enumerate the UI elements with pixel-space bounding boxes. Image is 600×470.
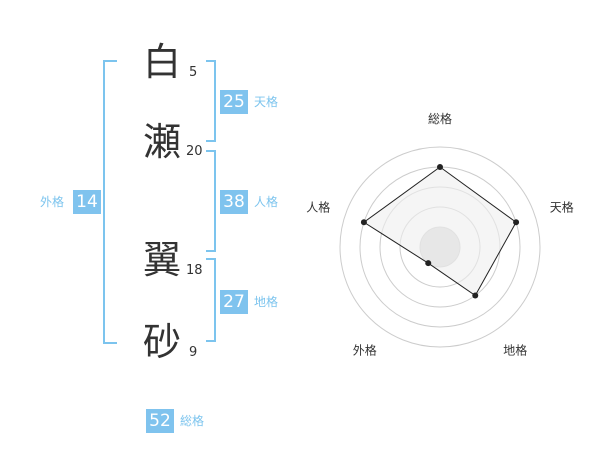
gaikaku-bracket: [103, 60, 117, 344]
radar-point-4: [425, 260, 432, 267]
radar-point-1: [437, 164, 443, 170]
tenkaku-label: 天格: [254, 95, 279, 109]
chikaku-label: 地格: [254, 295, 279, 309]
jinkaku-bracket: [206, 150, 216, 252]
stroke-count-2: 20: [186, 144, 203, 159]
radar-area: [363, 166, 517, 297]
jinkaku-badge: 38: [220, 190, 248, 214]
radar-point-3: [472, 292, 479, 299]
tenkaku-badge: 25: [220, 90, 248, 114]
radar-point-5: [360, 219, 367, 226]
chikaku-bracket: [206, 258, 216, 342]
radar-axis-label-4: 外格: [353, 343, 377, 358]
stroke-count-3: 18: [186, 263, 203, 278]
radar-axis-label-2: 天格: [550, 199, 574, 214]
name-char-3: 翼: [142, 238, 181, 282]
radar-axis-label-1: 総格: [428, 111, 452, 126]
radar-point-2: [513, 219, 520, 226]
name-char-2: 瀬: [142, 120, 181, 164]
soukaku-badge: 52: [146, 409, 174, 433]
tenkaku-bracket: [206, 60, 216, 142]
radar-axis-label-5: 人格: [306, 199, 330, 214]
jinkaku-label: 人格: [254, 195, 279, 209]
gaikaku-badge: 14: [73, 190, 101, 214]
stroke-count-1: 5: [189, 65, 198, 80]
name-char-4: 砂: [142, 320, 181, 364]
radar-axis-label-3: 地格: [503, 343, 527, 358]
chikaku-badge: 27: [220, 290, 248, 314]
stroke-count-4: 9: [189, 345, 198, 360]
name-char-1: 白: [142, 40, 181, 84]
gaikaku-label: 外格: [40, 195, 65, 209]
soukaku-label: 総格: [180, 414, 205, 428]
